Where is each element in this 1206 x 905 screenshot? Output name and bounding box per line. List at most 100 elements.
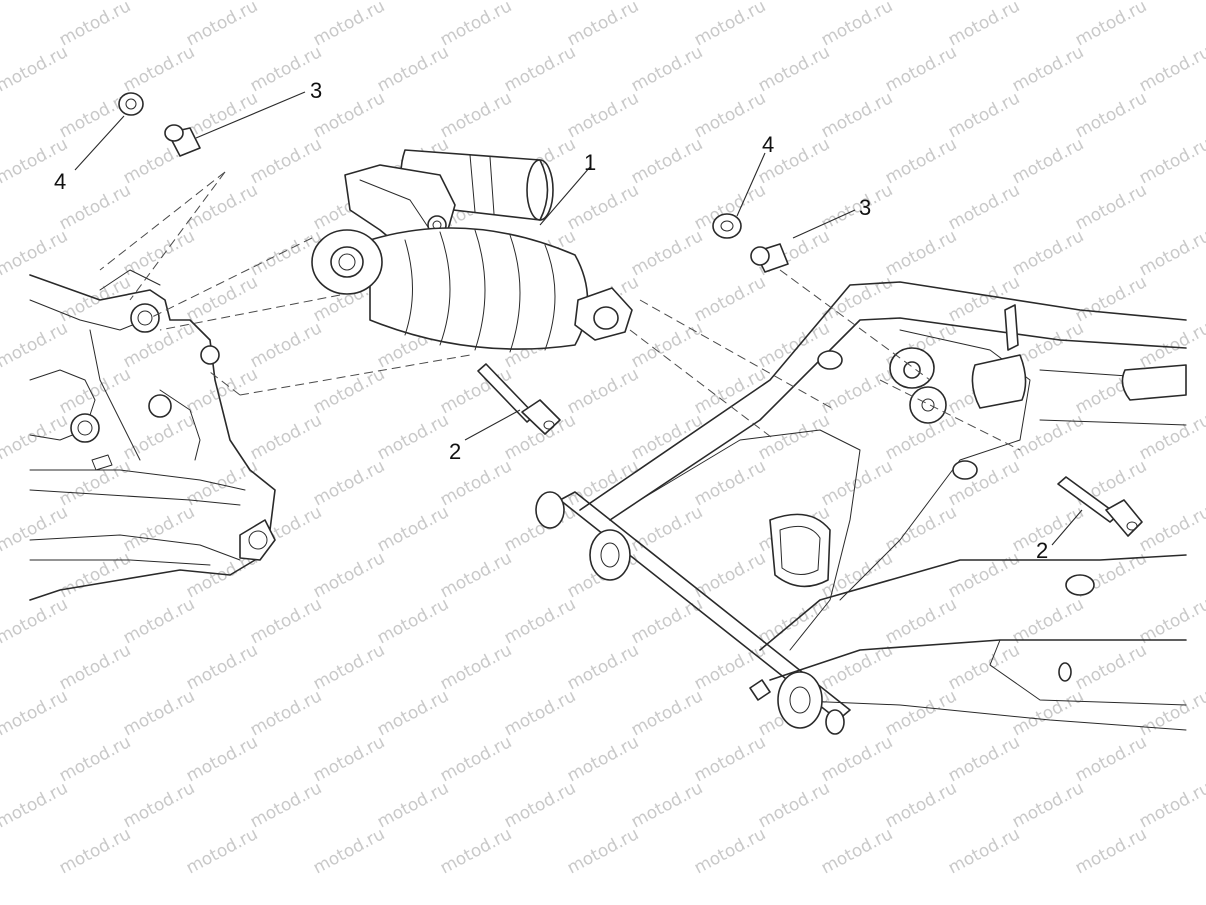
watermark-text: motod.ru xyxy=(818,88,896,142)
watermark-text: motod.ru xyxy=(437,548,515,602)
watermark-text: motod.ru xyxy=(1136,42,1206,96)
watermark-text: motod.ru xyxy=(247,686,325,740)
watermark-text: motod.ru xyxy=(628,226,706,280)
shock-absorber xyxy=(311,149,633,353)
watermark-text: motod.ru xyxy=(0,686,71,740)
watermark-text: motod.ru xyxy=(120,226,198,280)
watermark-text: motod.ru xyxy=(564,640,642,694)
assembly-guide-lines xyxy=(99,171,1021,451)
watermark-text: motod.ru xyxy=(183,456,261,510)
watermark-text: motod.ru xyxy=(374,410,452,464)
watermark-text: motod.ru xyxy=(564,0,642,50)
watermark-text: motod.ru xyxy=(564,824,642,878)
watermark-text: motod.ru xyxy=(247,778,325,832)
watermark-text: motod.ru xyxy=(310,640,388,694)
watermark-text: motod.ru xyxy=(183,640,261,694)
watermark-text: motod.ru xyxy=(56,364,134,418)
watermark-text: motod.ru xyxy=(564,456,642,510)
watermark-text: motod.ru xyxy=(310,0,388,50)
watermark-text: motod.ru xyxy=(945,824,1023,878)
watermark-text: motod.ru xyxy=(628,778,706,832)
watermark-text: motod.ru xyxy=(374,594,452,648)
watermark-text: motod.ru xyxy=(945,732,1023,786)
watermark-text: motod.ru xyxy=(1009,686,1087,740)
watermark-text: motod.ru xyxy=(564,88,642,142)
watermark-text: motod.ru xyxy=(437,824,515,878)
watermark-text: motod.ru xyxy=(628,686,706,740)
watermark-text: motod.ru xyxy=(501,686,579,740)
watermark-text: motod.ru xyxy=(0,502,71,556)
watermark-text: motod.ru xyxy=(1072,0,1150,50)
watermark-text: motod.ru xyxy=(1072,272,1150,326)
watermark-text: motod.ru xyxy=(1072,640,1150,694)
watermark-text: motod.ru xyxy=(1009,226,1087,280)
watermark-text: motod.ru xyxy=(183,824,261,878)
watermark-text: motod.ru xyxy=(310,456,388,510)
callout-bolt-right: 2 xyxy=(1036,538,1048,563)
watermark-text: motod.ru xyxy=(882,594,960,648)
watermark-text: motod.ru xyxy=(120,0,198,4)
watermark-text: motod.ru xyxy=(691,364,769,418)
watermark-text: motod.ru xyxy=(56,640,134,694)
watermark-text: motod.ru xyxy=(247,318,325,372)
watermark-text: motod.ru xyxy=(1136,410,1206,464)
watermark-text: motod.ru xyxy=(310,824,388,878)
callout-shock-absorber: 1 xyxy=(584,150,596,175)
callout-washer-left: 4 xyxy=(54,169,66,194)
watermark-text: motod.ru xyxy=(501,778,579,832)
watermark-text: motod.ru xyxy=(120,410,198,464)
watermark-text: motod.ru xyxy=(628,0,706,4)
watermark-text: motod.ru xyxy=(1009,778,1087,832)
watermark-text: motod.ru xyxy=(310,732,388,786)
callout-bushing-left: 3 xyxy=(310,78,322,103)
washer-left xyxy=(118,92,144,116)
watermark-text: motod.ru xyxy=(0,0,71,4)
watermark-text: motod.ru xyxy=(437,88,515,142)
watermark-text: motod.ru xyxy=(1136,778,1206,832)
watermark-text: motod.ru xyxy=(120,778,198,832)
watermark-text: motod.ru xyxy=(183,732,261,786)
watermark-text: motod.ru xyxy=(628,410,706,464)
watermark-text: motod.ru xyxy=(882,502,960,556)
watermark-text: motod.ru xyxy=(120,318,198,372)
watermark-text: motod.ru xyxy=(56,824,134,878)
watermark-text: motod.ru xyxy=(0,410,71,464)
watermark-text: motod.ru xyxy=(247,410,325,464)
watermark-text: motod.ru xyxy=(120,594,198,648)
watermark-text: motod.ru xyxy=(56,456,134,510)
watermark-text: motod.ru xyxy=(56,272,134,326)
watermark-text: motod.ru xyxy=(882,0,960,4)
watermark-text: motod.ru xyxy=(691,548,769,602)
watermark-text: motod.ru xyxy=(882,134,960,188)
watermark-text: motod.ru xyxy=(1072,824,1150,878)
callout-bushing-right: 3 xyxy=(859,195,871,220)
watermark-text: motod.ru xyxy=(310,364,388,418)
washer-right xyxy=(712,213,742,239)
watermark-text: motod.ru xyxy=(183,0,261,50)
watermark-text: motod.ru xyxy=(691,272,769,326)
watermark-text: motod.ru xyxy=(120,686,198,740)
watermark-text: motod.ru xyxy=(0,226,71,280)
watermark-text: motod.ru xyxy=(1136,134,1206,188)
watermark-text: motod.ru xyxy=(56,180,134,234)
watermark-text: motod.ru xyxy=(374,778,452,832)
watermark-text: motod.ru xyxy=(691,824,769,878)
watermark-text: motod.ru xyxy=(755,0,833,4)
watermark-text: motod.ru xyxy=(818,0,896,50)
watermark-text: motod.ru xyxy=(374,502,452,556)
watermark-text: motod.ru xyxy=(374,0,452,4)
watermark-text: motod.ru xyxy=(818,180,896,234)
watermark-text: motod.ru xyxy=(818,456,896,510)
watermark-text: motod.ru xyxy=(882,686,960,740)
watermark-text: motod.ru xyxy=(501,594,579,648)
watermark-text: motod.ru xyxy=(1072,180,1150,234)
watermark-text: motod.ru xyxy=(1072,732,1150,786)
watermark-text: motod.ru xyxy=(56,548,134,602)
frame-section-left xyxy=(29,269,276,601)
watermark-text: motod.ru xyxy=(755,778,833,832)
watermark-text: motod.ru xyxy=(0,42,71,96)
watermark-text: motod.ru xyxy=(1136,226,1206,280)
watermark-text: motod.ru xyxy=(183,180,261,234)
bushing-right xyxy=(750,243,789,273)
